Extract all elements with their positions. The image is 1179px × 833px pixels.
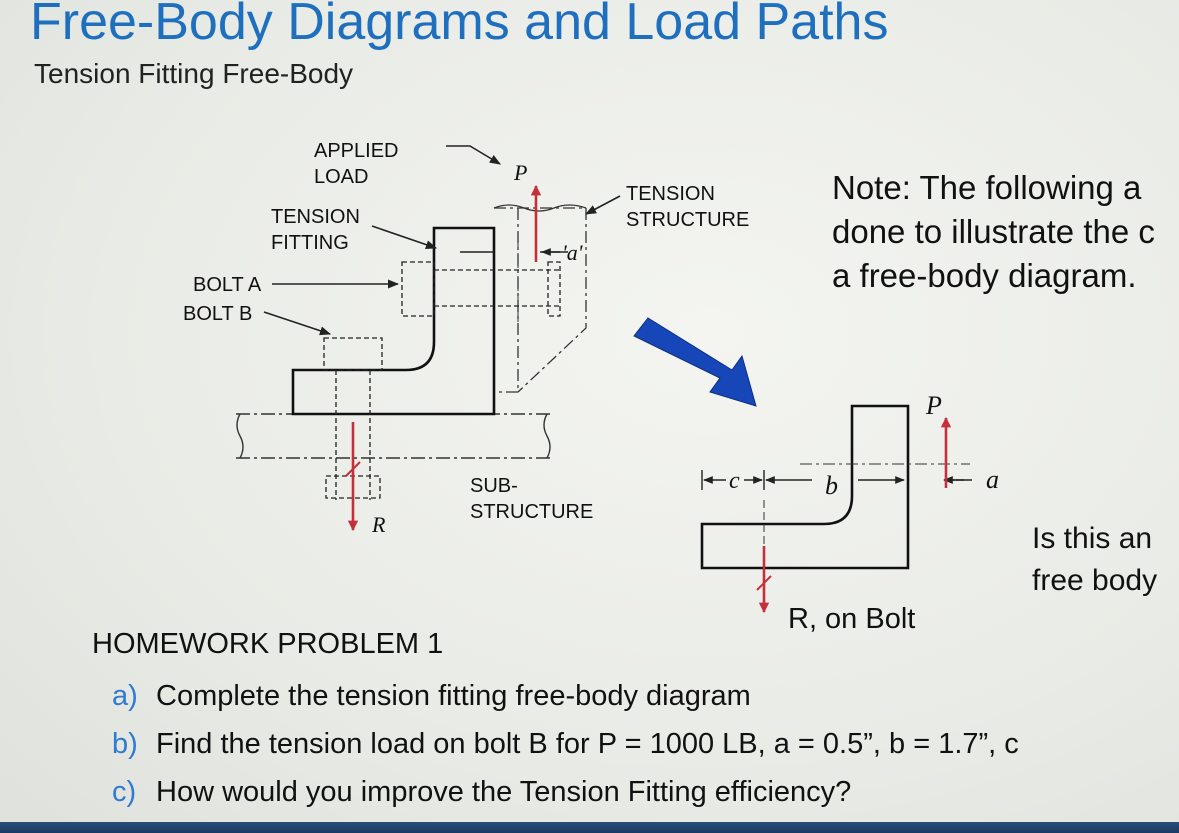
free-body-a-label: a xyxy=(986,465,999,494)
homework-item-text: Complete the tension fitting free-body d… xyxy=(156,680,751,712)
free-body-fitting xyxy=(700,404,910,570)
tension-structure-outline xyxy=(494,207,587,393)
slide-title: Free-Body Diagrams and Load Paths xyxy=(30,0,889,51)
homework-item-letter: c) xyxy=(112,776,137,808)
reaction-r-tick xyxy=(345,461,361,477)
tension-structure-arrow xyxy=(585,195,621,215)
homework-item-text: How would you improve the Tension Fittin… xyxy=(156,776,852,808)
free-body-c-label: c xyxy=(729,468,740,494)
note-line-2: done to illustrate the c xyxy=(832,213,1155,250)
bolt-a-nut xyxy=(547,261,561,317)
homework-item-text: Find the tension load on bolt B for P = … xyxy=(156,728,1019,760)
tension-fitting-body xyxy=(291,226,496,416)
free-body-diagram: P c b a R, on Bolt xyxy=(700,391,999,635)
homework-item-b: b) Find the tension load on bolt B for P … xyxy=(112,724,1019,772)
bolt-b-arrow xyxy=(263,311,332,336)
dimension-ticks xyxy=(701,470,765,490)
reaction-r-label: R xyxy=(371,512,386,537)
reaction-caption: R, on Bolt xyxy=(788,603,915,635)
free-body-b-label: b xyxy=(825,471,838,500)
question-text: Is this an free body xyxy=(1032,518,1157,602)
tension-structure-break xyxy=(493,204,587,212)
free-body-r-tick xyxy=(756,575,772,591)
homework-list: a) Complete the tension fitting free-body… xyxy=(112,676,1019,820)
note-line-1: Note: The following a xyxy=(832,169,1142,206)
substructure-plate xyxy=(236,413,550,459)
bolt-b-label: BOLT B xyxy=(183,303,252,325)
note-line-3: a free-body diagram. xyxy=(832,257,1137,294)
substructure-break-left xyxy=(236,413,244,459)
homework-item-a: a) Complete the tension fitting free-body… xyxy=(112,676,1019,724)
homework-heading: HOMEWORK PROBLEM 1 xyxy=(92,628,444,660)
homework-item-letter: b) xyxy=(112,728,138,760)
tension-fitting-label-line2: FITTING xyxy=(271,232,349,254)
substructure-label-line1: SUB- xyxy=(470,475,518,497)
bolt-a-shank xyxy=(434,269,560,307)
bolt-a-label: BOLT A xyxy=(193,274,262,296)
transition-arrow-icon xyxy=(633,317,757,407)
substructure-break-right xyxy=(543,413,551,459)
tension-structure-label-line1: TENSION xyxy=(626,183,715,205)
bolt-a-head xyxy=(401,261,435,317)
applied-load-arrow xyxy=(446,145,501,165)
free-body-p-label: P xyxy=(925,391,942,420)
slide-subtitle: Tension Fitting Free-Body xyxy=(34,58,354,89)
note-text: Note: The following a done to illustrate… xyxy=(832,166,1155,298)
homework-item-letter: a) xyxy=(112,680,138,712)
bolt-b-shank xyxy=(335,370,371,500)
bolt-b-head xyxy=(323,337,383,371)
question-line-1: Is this an xyxy=(1032,522,1153,555)
tension-structure-label-line2: STRUCTURE xyxy=(626,209,749,231)
applied-load-label-line2: LOAD xyxy=(314,166,368,188)
substructure-label-line2: STRUCTURE xyxy=(470,501,593,523)
load-p-label: P xyxy=(513,160,527,185)
dimension-a-label: 'a' xyxy=(562,240,583,265)
question-line-2: free body xyxy=(1032,564,1158,597)
tension-fitting-label-line1: TENSION xyxy=(271,206,360,228)
applied-load-label-line1: APPLIED xyxy=(314,140,398,162)
tension-fitting-assembly: APPLIED LOAD TENSION FITTING BOLT A BOLT… xyxy=(183,140,749,537)
bottom-bar xyxy=(0,822,1179,833)
homework-item-c: c) How would you improve the Tension Fitt… xyxy=(112,772,1019,820)
tension-fitting-arrow xyxy=(371,225,438,249)
